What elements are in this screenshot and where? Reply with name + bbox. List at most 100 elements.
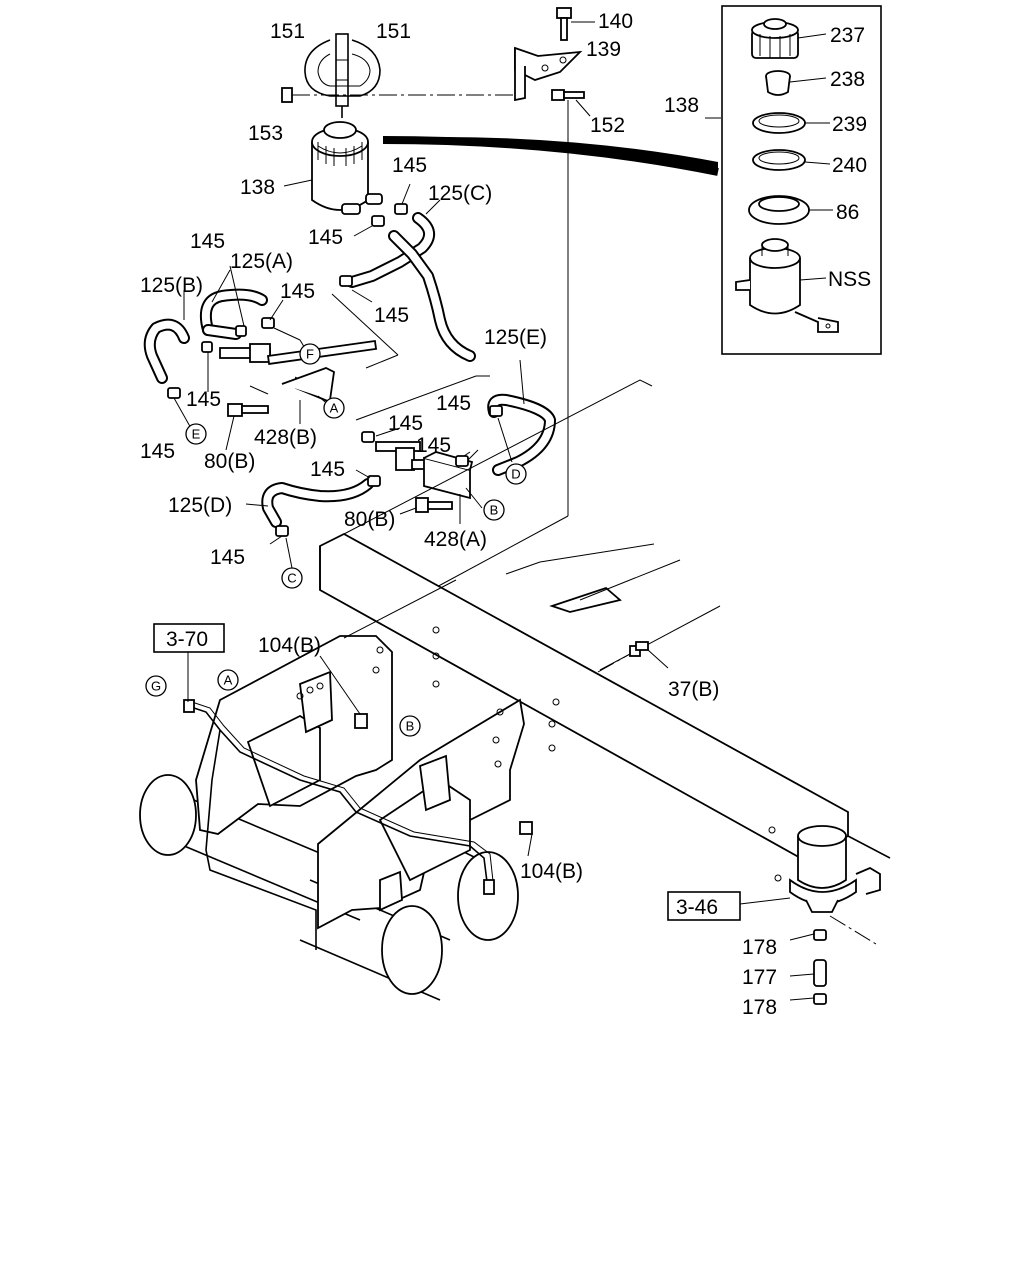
tank-bracket-a [195, 635, 393, 835]
callout-c237: 237 [830, 24, 865, 47]
callout-c151b: 151 [376, 20, 411, 43]
circle-letter-B1: B [490, 503, 499, 518]
circle-label-B2: B [399, 715, 421, 737]
bolt-153 [281, 87, 520, 103]
circle-label-A1: A [323, 397, 345, 419]
packing-240 [752, 149, 806, 171]
pipe-junction-left [219, 339, 378, 404]
callout-c151a: 151 [270, 20, 305, 43]
callout-c138_res: 138 [240, 176, 275, 199]
callout-c428a: 428(A) [424, 528, 487, 551]
callout-c145_1: 145 [392, 154, 427, 177]
circle-letter-C1: C [287, 571, 296, 586]
callout-c125c: 125(C) [428, 182, 492, 205]
callout-c145_12: 145 [210, 546, 245, 569]
callout-c145_6: 145 [186, 388, 221, 411]
circle-label-C1: C [281, 567, 303, 589]
callout-c177: 177 [742, 966, 777, 989]
pipe-junction-right [361, 431, 474, 500]
nut-104b-upper [354, 713, 368, 729]
ref-box-3-70 [153, 623, 225, 702]
circle-label-D1: D [505, 463, 527, 485]
callout-c37b: 37(B) [668, 678, 719, 701]
callout-c104b_2: 104(B) [520, 860, 583, 883]
callout-c238: 238 [830, 68, 865, 91]
callout-c145_5: 145 [374, 304, 409, 327]
circled-letters: A B C D E F G A B [145, 343, 527, 737]
callout-c125a: 125(A) [230, 250, 293, 273]
callout-c125e: 125(E) [484, 326, 547, 349]
circle-label-B1: B [483, 499, 505, 521]
nut-104b-lower [519, 821, 533, 835]
bolt-80b-left [227, 403, 269, 417]
callout-c152: 152 [590, 114, 625, 137]
circle-letter-D1: D [511, 467, 520, 482]
filter-86 [748, 195, 810, 225]
clamp-145-top [353, 183, 411, 237]
callout-c80b_2: 80(B) [344, 508, 395, 531]
bolt-152 [551, 89, 591, 117]
callout-c139: 139 [586, 38, 621, 61]
circle-letter-A2: A [224, 673, 233, 688]
hose-125d [261, 478, 374, 528]
callout-c153: 153 [248, 122, 283, 145]
clamp-145-d [167, 387, 181, 399]
reservoir-138 [311, 121, 383, 215]
callout-c125d: 125(D) [168, 494, 232, 517]
callout-c145_4: 145 [280, 280, 315, 303]
clamp-145-g [275, 525, 289, 537]
callout-c145_7: 145 [140, 440, 175, 463]
circle-label-G1: G [145, 675, 167, 697]
reference-r370: 3-70 [166, 628, 208, 651]
callout-c104b_1: 104(B) [258, 634, 321, 657]
circle-label-A2: A [217, 669, 239, 691]
callout-c145_3: 145 [190, 230, 225, 253]
callout-c125b: 125(B) [140, 274, 203, 297]
cap-237 [751, 18, 799, 59]
callout-c428b: 428(B) [254, 426, 317, 449]
hose-125a [199, 288, 268, 340]
callout-c178_2: 178 [742, 996, 777, 1019]
clamp-145-a [235, 325, 247, 337]
clamp-145-mid [339, 275, 353, 287]
circle-letter-B2: B [406, 719, 415, 734]
hose-125b [143, 318, 190, 384]
callout-c145_10: 145 [416, 434, 451, 457]
hose-125c [346, 212, 476, 362]
callout-c145_11: 145 [310, 458, 345, 481]
bracket-139 [514, 46, 583, 102]
reference-r346: 3-46 [676, 896, 718, 919]
callout-c80b_1: 80(B) [204, 450, 255, 473]
clamp-145-b [201, 341, 213, 353]
callout-c240: 240 [832, 154, 867, 177]
hose-177 [813, 929, 827, 1005]
callout-c140: 140 [598, 10, 633, 33]
callout-c138_kit: 138 [664, 94, 699, 117]
clamp-145-f [367, 475, 381, 487]
callout-c145_8: 145 [388, 412, 423, 435]
bolt-37b [629, 641, 649, 657]
clamp-145-e [489, 405, 503, 417]
ref-box-3-46 [667, 891, 741, 921]
circle-letter-E1: E [192, 427, 201, 442]
air-pipe [183, 699, 495, 950]
bolt-140 [556, 7, 595, 41]
circle-letter-G1: G [151, 679, 161, 694]
circle-letter-F1: F [306, 347, 314, 362]
hose-125e [487, 393, 556, 476]
circle-label-F1: F [299, 343, 321, 365]
tank-bracket-b [317, 698, 525, 930]
reservoir-kit-inset [721, 5, 882, 355]
callout-c239: 239 [832, 113, 867, 136]
callout-c145_9: 145 [436, 392, 471, 415]
circle-letter-A1: A [330, 401, 339, 416]
callout-cNSS: NSS [828, 268, 871, 291]
callout-c178_1: 178 [742, 936, 777, 959]
air-dryer [789, 825, 881, 913]
callout-c145_2: 145 [308, 226, 343, 249]
strainer-238 [765, 70, 791, 96]
circle-label-E1: E [185, 423, 207, 445]
